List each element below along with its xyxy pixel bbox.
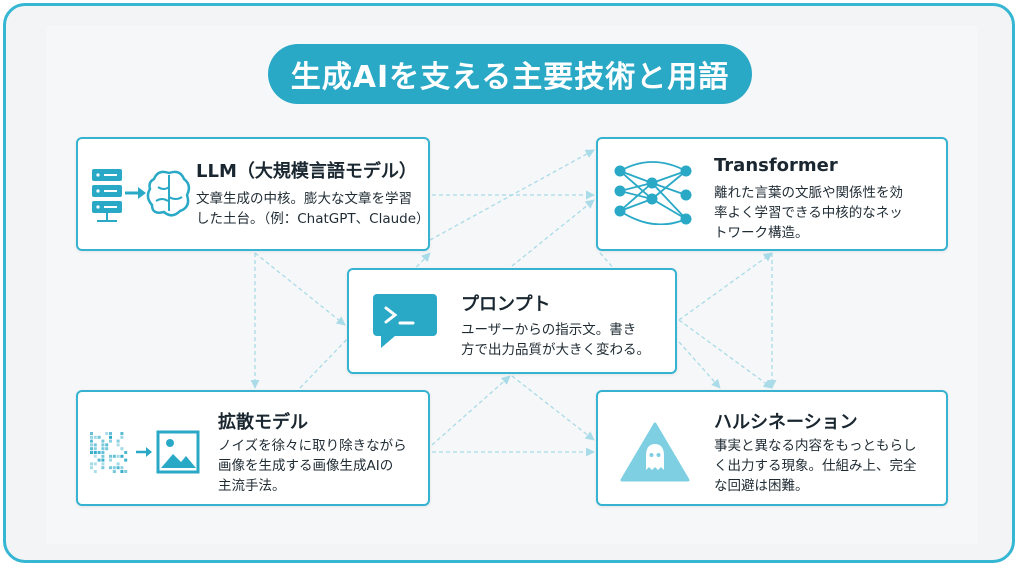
card-diffusion-title: 拡散モデル xyxy=(218,412,308,433)
card-hallucination-desc: 事実と異なる内容をもっともらし く出力する現象。仕組み上、完全 な回避は困難。 xyxy=(714,436,917,496)
card-prompt-title: プロンプト xyxy=(461,294,551,315)
connector-llm-prompt xyxy=(254,252,346,326)
connector-diffusion-prompt xyxy=(431,375,511,446)
card-diffusion-desc-line: 画像を生成する画像生成AIの xyxy=(218,458,394,474)
card-diffusion: 拡散モデル ノイズを徐々に取り除きながら 画像を生成する画像生成AIの 主流手法… xyxy=(76,390,430,506)
card-hallucination-desc-line: く出力する現象。仕組み上、完全 xyxy=(714,458,917,474)
card-transformer-desc-line: トワーク構造。 xyxy=(714,225,809,241)
card-llm: LLM（大規模言語モデル） 文章生成の中核。膨大な文章を学習 した土台。（例：C… xyxy=(76,137,430,251)
card-hallucination-desc-line: 事実と異なる内容をもっともらし xyxy=(714,438,917,454)
noise-to-image-icon xyxy=(90,430,200,474)
connector-prompt-hallucination xyxy=(678,319,773,389)
card-diffusion-desc-line: 主流手法。 xyxy=(218,478,286,494)
server-to-brain-icon xyxy=(92,169,191,222)
card-hallucination-desc-line: な回避は困難。 xyxy=(714,478,809,494)
card-llm-title: LLM（大規模言語モデル） xyxy=(196,161,417,182)
card-prompt-desc-line: 方で出力品質が大きく変わる。 xyxy=(461,342,650,358)
terminal-chat-icon xyxy=(373,294,437,348)
connector-prompt-hallucination-2 xyxy=(511,375,595,441)
card-hallucination-title: ハルシネーション xyxy=(714,412,858,433)
card-prompt-desc: ユーザーからの指示文。書き 方で出力品質が大きく変わる。 xyxy=(461,320,650,360)
card-prompt: プロンプト ユーザーからの指示文。書き 方で出力品質が大きく変わる。 xyxy=(347,268,677,374)
neural-network-icon xyxy=(614,161,692,225)
card-llm-desc-line: した土台。（例：ChatGPT、Claude） xyxy=(196,211,430,227)
card-hallucination: ハルシネーション 事実と異なる内容をもっともらし く出力する現象。仕組み上、完全… xyxy=(596,390,948,506)
warning-ghost-icon xyxy=(620,422,690,482)
connector-llm-transformer-diag xyxy=(429,149,595,241)
card-diffusion-desc: ノイズを徐々に取り除きながら 画像を生成する画像生成AIの 主流手法。 xyxy=(218,436,407,496)
connector-prompt-transformer xyxy=(511,199,595,267)
card-prompt-desc-line: ユーザーからの指示文。書き xyxy=(461,322,637,338)
card-transformer-title: Transformer xyxy=(714,155,838,176)
card-transformer-desc-line: 離れた言葉の文脈や関係性を効 xyxy=(714,185,903,201)
card-transformer-desc-line: 率よく学習できる中核的なネッ xyxy=(714,205,903,221)
card-diffusion-desc-line: ノイズを徐々に取り除きながら xyxy=(218,438,407,454)
connector-prompt-transformer-2 xyxy=(678,252,773,321)
card-llm-desc-line: 文章生成の中核。膨大な文章を学習 xyxy=(196,191,412,207)
card-llm-desc: 文章生成の中核。膨大な文章を学習 した土台。（例：ChatGPT、Claude） xyxy=(196,189,430,229)
card-transformer-desc: 離れた言葉の文脈や関係性を効 率よく学習できる中核的なネッ トワーク構造。 xyxy=(714,183,903,243)
card-transformer: Transformer 離れた言葉の文脈や関係性を効 率よく学習できる中核的なネ… xyxy=(596,137,948,251)
page-title: 生成AIを支える主要技術と用語 xyxy=(268,44,752,104)
